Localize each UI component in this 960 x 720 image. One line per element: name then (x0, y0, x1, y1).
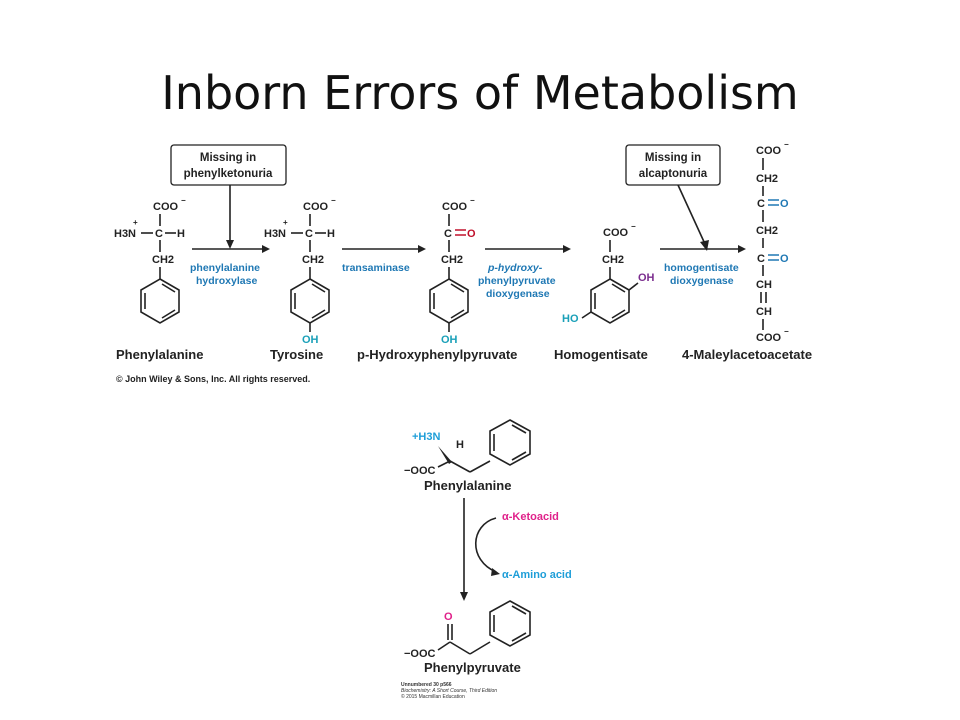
svg-text:O: O (467, 228, 476, 240)
svg-text:alcaptonuria: alcaptonuria (639, 168, 708, 180)
phe-c: C (155, 228, 163, 240)
label-maleylacetoacetate: 4-Maleylacetoacetate (682, 347, 812, 362)
svg-text:COO: COO (303, 201, 329, 213)
credit-line1: Unnumbered 30 p566 (401, 682, 452, 688)
enzyme-hgd-line2: dioxygenase (670, 275, 734, 287)
svg-text:CH2: CH2 (441, 254, 463, 266)
callout-alcaptonuria: Missing in alcaptonuria (625, 144, 721, 251)
svg-text:H: H (456, 439, 464, 451)
label-phenylalanine: Phenylalanine (116, 347, 203, 362)
enzyme-hppd-line3: dioxygenase (486, 288, 550, 300)
svg-text:COO: COO (442, 201, 468, 213)
svg-text:CH2: CH2 (302, 254, 324, 266)
rxn-label-phenylpyruvate: Phenylpyruvate (424, 660, 521, 675)
svg-text:O: O (780, 198, 789, 210)
svg-text:−: − (784, 327, 789, 336)
svg-text:OH: OH (638, 272, 655, 284)
svg-text:C: C (444, 228, 452, 240)
svg-text:H3N: H3N (264, 228, 286, 240)
callout-pku: Missing in phenylketonuria (170, 144, 287, 249)
rxn-ketoacid: α-Ketoacid (502, 511, 559, 523)
svg-text:O: O (780, 253, 789, 265)
enzyme-transaminase: transaminase (342, 262, 410, 274)
svg-text:Missing in: Missing in (645, 152, 701, 164)
slide-title: Inborn Errors of Metabolism (161, 66, 799, 120)
enzyme-hgd-line1: homogentisate (664, 262, 739, 274)
tyrosine-structure: COO − H3N + C H CH2 OH (264, 196, 336, 346)
svg-text:C: C (305, 228, 313, 240)
svg-text:CH2: CH2 (756, 173, 778, 185)
svg-text:OH: OH (441, 334, 458, 346)
enzyme-phe-hydroxylase-line1: phenylalanine (190, 262, 260, 274)
svg-text:O: O (444, 611, 453, 623)
svg-text:Missing in: Missing in (200, 152, 256, 164)
phenylalanine-structure: COO − H3N + C H CH2 (114, 196, 186, 324)
svg-text:−: − (784, 140, 789, 149)
label-homogentisate: Homogentisate (554, 347, 648, 362)
credit-line3: © 2015 Macmillan Education (401, 693, 465, 700)
svg-text:−OOC: −OOC (404, 465, 436, 477)
svg-text:COO: COO (603, 227, 629, 239)
svg-text:phenylketonuria: phenylketonuria (184, 168, 273, 180)
svg-text:HO: HO (562, 313, 579, 325)
rxn-label-phenylalanine: Phenylalanine (424, 478, 511, 493)
phe-plus: + (133, 218, 138, 227)
svg-text:+: + (283, 218, 288, 227)
wiley-copyright: © John Wiley & Sons, Inc. All rights res… (116, 374, 310, 384)
maleylacetoacetate-structure: COO − CH2 C O CH2 C O CH CH COO − (756, 140, 789, 344)
svg-text:−OOC: −OOC (404, 648, 436, 660)
svg-text:CH: CH (756, 279, 772, 291)
svg-text:C: C (757, 198, 765, 210)
enzyme-hppd-line1: p-hydroxy- (487, 262, 543, 274)
phe-h3n: H3N (114, 228, 136, 240)
svg-text:−: − (631, 222, 636, 231)
svg-text:−: − (470, 196, 475, 205)
homogentisate-structure: COO − CH2 OH HO (562, 222, 655, 325)
reaction-substrate: +H3N H −OOC Phenylalanine (404, 419, 531, 493)
enzyme-phe-hydroxylase-line2: hydroxylase (196, 275, 257, 287)
rxn-amino-acid: α-Amino acid (502, 569, 572, 581)
hpp-structure: COO − C O CH2 OH (429, 196, 476, 346)
svg-text:COO: COO (756, 332, 782, 344)
reaction-product: O −OOC Phenylpyruvate (404, 600, 531, 675)
label-tyrosine: Tyrosine (270, 347, 323, 362)
svg-text:−: − (331, 196, 336, 205)
enzyme-hppd-line2: phenylpyruvate (478, 275, 556, 287)
svg-text:COO: COO (756, 145, 782, 157)
svg-text:H: H (327, 228, 335, 240)
svg-text:CH2: CH2 (756, 225, 778, 237)
phe-ch2: CH2 (152, 254, 174, 266)
phe-h: H (177, 228, 185, 240)
label-hydroxyphenylpyruvate: p-Hydroxyphenylpyruvate (357, 347, 517, 362)
credit-line2: Biochemistry: A Short Course, Third Edit… (401, 688, 497, 694)
phe-coo: COO (153, 201, 179, 213)
tyr-oh: OH (302, 334, 319, 346)
svg-text:CH: CH (756, 306, 772, 318)
rxn-h3n: +H3N (412, 431, 440, 443)
svg-text:C: C (757, 253, 765, 265)
svg-text:CH2: CH2 (602, 254, 624, 266)
phe-coo-charge: − (181, 196, 186, 205)
